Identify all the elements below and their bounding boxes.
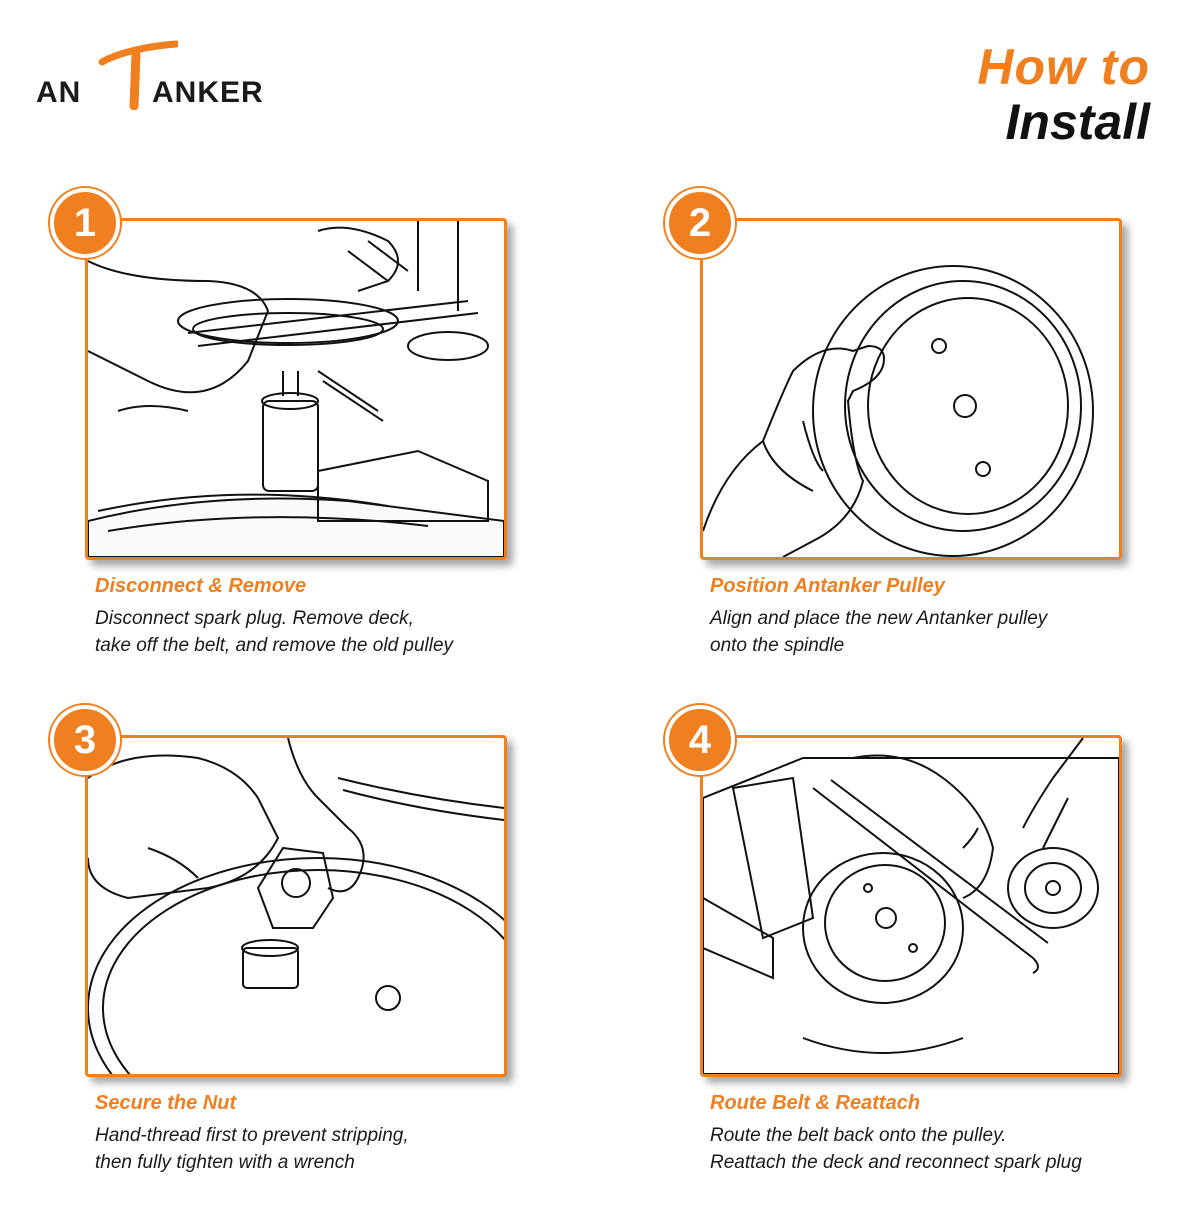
logo-prefix: AN — [36, 76, 82, 109]
step-description-line: Disconnect spark plug. Remove deck, — [95, 608, 414, 629]
step-description-line: Reattach the deck and reconnect spark pl… — [710, 1152, 1082, 1173]
step-4: 4 Route Belt & Reattach Route the belt b… — [665, 705, 1130, 1205]
step-1: 1 Disconnect & Remove Disconnect spark p… — [50, 188, 515, 688]
step-3-illustration — [85, 735, 507, 1077]
logo-suffix: ANKER — [152, 76, 264, 109]
step-1-illustration — [85, 218, 507, 560]
step-description-line: Hand-thread first to prevent stripping, — [95, 1125, 409, 1146]
step-number-badge: 3 — [50, 705, 120, 775]
step-number-badge: 4 — [665, 705, 735, 775]
step-4-illustration — [700, 735, 1122, 1077]
step-2-illustration — [700, 218, 1122, 560]
step-number-badge: 2 — [665, 188, 735, 258]
step-description-line: then fully tighten with a wrench — [95, 1152, 355, 1173]
step-description-line: take off the belt, and remove the old pu… — [95, 635, 454, 656]
step-description: Hand-thread first to prevent stripping, … — [95, 1122, 535, 1176]
step-2: 2 Position Antanker Pulley Align and pla… — [665, 188, 1130, 688]
step-description: Route the belt back onto the pulley. Rea… — [710, 1122, 1150, 1176]
heading-line-1: How to — [977, 39, 1150, 95]
step-description-line: Route the belt back onto the pulley. — [710, 1125, 1007, 1146]
logo-t-mark — [98, 40, 178, 110]
step-title: Route Belt & Reattach — [710, 1092, 921, 1114]
step-title: Disconnect & Remove — [95, 575, 307, 597]
step-3: 3 Secure the Nut Hand-thread first to pr… — [50, 705, 515, 1205]
step-description-line: onto the spindle — [710, 635, 845, 656]
step-number-badge: 1 — [50, 188, 120, 258]
heading-line-2: Install — [1005, 94, 1150, 150]
step-description: Align and place the new Antanker pulley … — [710, 605, 1150, 659]
step-title: Secure the Nut — [95, 1092, 237, 1114]
step-description-line: Align and place the new Antanker pulley — [710, 608, 1048, 629]
step-description: Disconnect spark plug. Remove deck, take… — [95, 605, 535, 659]
page-heading: How to Install — [977, 40, 1150, 150]
step-title: Position Antanker Pulley — [710, 575, 945, 597]
